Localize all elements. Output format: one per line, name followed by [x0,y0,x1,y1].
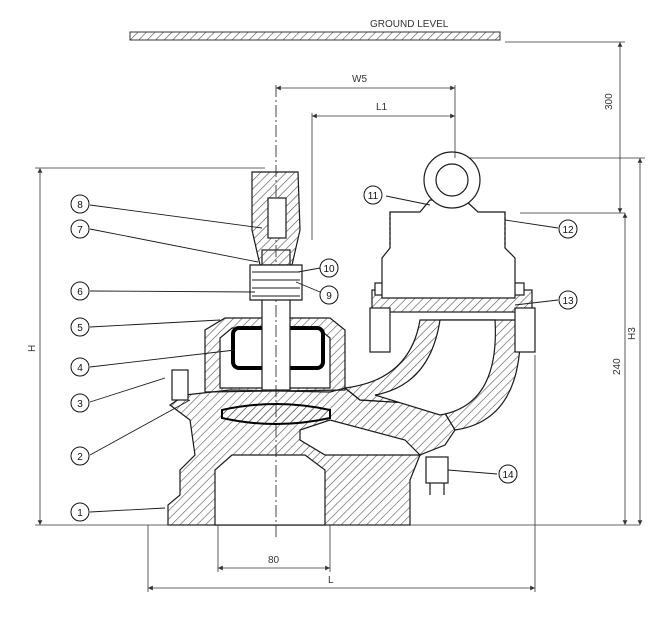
callout-13-num: 13 [562,296,574,307]
dim-300: 300 [604,93,615,110]
callout-8: 8 [70,194,90,214]
callout-6-num: 6 [77,287,83,298]
ground-level: GROUND LEVEL [129,19,501,41]
callout-1-num: 1 [77,508,83,519]
bonnet-assembly [171,85,346,540]
callout-14-num: 14 [502,470,514,481]
callout-3-num: 3 [77,399,83,410]
callout-4: 4 [70,357,90,377]
drain-valve [425,456,449,495]
callout-11-num: 11 [368,191,379,202]
outlet-cap [381,151,516,299]
callout-4-num: 4 [77,363,83,374]
dim-h: H [27,345,38,352]
callout-5-num: 5 [77,323,83,334]
callout-5: 5 [70,317,90,337]
callout-1: 1 [70,502,90,522]
callout-14: 14 [498,464,518,484]
callout-12: 12 [558,219,578,239]
callout-2-num: 2 [77,452,83,463]
dim-w5: W5 [352,74,367,85]
callout-balloons: 1 2 3 4 5 6 7 8 9 10 11 12 13 14 [70,185,578,522]
dim-l1: L1 [376,102,388,113]
callout-13: 13 [558,290,578,310]
callout-6: 6 [70,281,90,301]
callout-9-num: 9 [326,291,332,302]
ground-level-label: GROUND LEVEL [370,19,449,30]
callout-10: 10 [319,258,339,278]
dim-80: 80 [268,555,280,566]
callout-7: 7 [70,219,90,239]
callout-12-num: 12 [562,225,574,236]
callout-8-num: 8 [77,200,83,211]
callout-9: 9 [319,285,339,305]
callout-7-num: 7 [77,225,83,236]
dim-h3: H3 [627,327,638,340]
callout-leaders [89,195,559,513]
dimensions [35,41,645,592]
callout-2: 2 [70,446,90,466]
callout-11: 11 [363,185,383,205]
dim-240: 240 [612,358,623,375]
callout-3: 3 [70,393,90,413]
dim-l: L [328,575,334,586]
callout-10-num: 10 [323,264,335,275]
